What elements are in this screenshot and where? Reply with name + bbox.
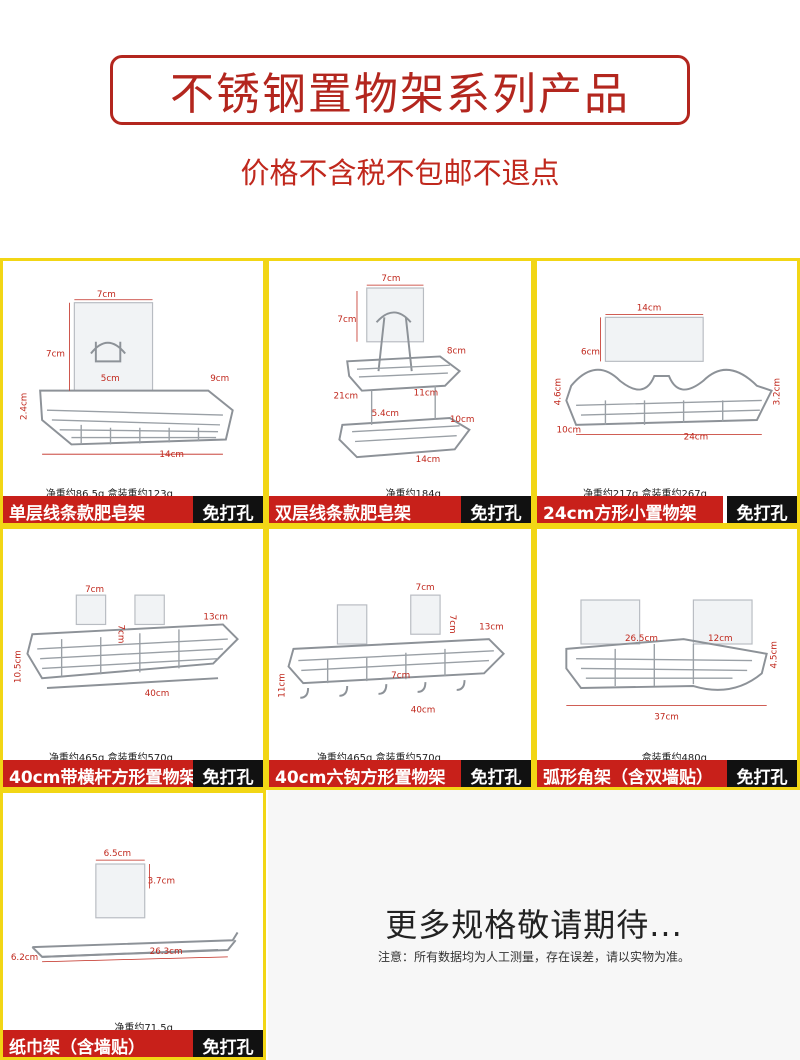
dim-label: 14cm: [637, 304, 662, 314]
dim-label: 7cm: [416, 583, 435, 593]
dim-label: 3.2cm: [772, 378, 782, 405]
product-card-towel[interactable]: 6.5cm 3.7cm 6.2cm 26.3cm 净重约71.5g 纸巾架（含墙…: [0, 790, 266, 1060]
measurement-note: 注意：所有数据均为人工测量，存在误差，请以实物为准。: [377, 950, 690, 964]
no-drill-tag: 免打孔: [461, 760, 531, 787]
soap-rack-double-image: 7cm 7cm 8cm 21cm 11cm 5.4cm 10cm 14cm: [334, 274, 475, 465]
corner-rack-image: 26.5cm 12cm 4.5cm 37cm: [565, 599, 779, 722]
soap-rack-single-image: 7cm 7cm 5cm 9cm 2.4cm 14cm: [19, 290, 234, 460]
dim-label: 13cm: [203, 613, 228, 623]
dim-label: 24cm: [684, 433, 709, 443]
dim-label: 21cm: [334, 391, 359, 401]
price-notice: 价格不含税不包邮不退点: [240, 156, 560, 190]
dim-label: 7cm: [381, 274, 400, 284]
product-card-40-hooks[interactable]: 7cm 7cm 13cm 11cm 7cm 40cm 净重约465g 盒装重约5…: [266, 526, 534, 790]
product-grid: 7cm 7cm 5cm 9cm 2.4cm 14cm 净重约86.5g 盒装重约…: [0, 258, 800, 1060]
coming-soon-panel: 更多规格敬请期待... 注意：所有数据均为人工测量，存在误差，请以实物为准。: [268, 790, 800, 1060]
dim-label: 26.3cm: [150, 947, 183, 957]
dim-label: 4.6cm: [553, 378, 563, 405]
dim-label: 7cm: [85, 585, 104, 595]
product-weight: 净重约71.5g: [114, 1023, 173, 1034]
product-name: 40cm带横杆方形置物架: [3, 760, 199, 787]
dim-label: 26.5cm: [625, 634, 658, 644]
product-name: 弧形角架（含双墙贴）: [537, 760, 733, 787]
page-title: 不锈钢置物架系列产品: [170, 69, 630, 120]
product-weight: 盒装重约480g: [641, 753, 707, 764]
dim-label: 10cm: [450, 415, 475, 425]
dim-label: 40cm: [145, 689, 170, 699]
dim-label: 7cm: [447, 615, 457, 634]
dim-label: 12cm: [708, 634, 733, 644]
dim-label: 11cm: [278, 673, 288, 698]
dim-label: 11cm: [414, 389, 439, 399]
dim-label: 8cm: [447, 347, 466, 357]
dim-label: 40cm: [411, 705, 436, 715]
dim-label: 9cm: [210, 374, 229, 384]
product-name: 纸巾架（含墙贴）: [3, 1030, 199, 1057]
dim-label: 14cm: [159, 450, 184, 460]
dim-label: 7cm: [391, 671, 410, 681]
product-weight: 净重约465g 盒装重约570g: [316, 753, 441, 764]
product-weight: 净重约217g 盒装重约267g: [582, 489, 707, 500]
product-weight: 净重约86.5g 盒装重约123g: [45, 489, 173, 500]
page-header: 不锈钢置物架系列产品 价格不含税不包邮不退点: [0, 0, 800, 252]
product-card-40-bar[interactable]: 7cm 7cm 13cm 10.5cm 40cm 净重约465g 盒装重约570…: [0, 526, 266, 790]
dim-label: 7cm: [97, 290, 116, 300]
dim-label: 10.5cm: [14, 650, 24, 683]
dim-label: 7cm: [115, 624, 125, 643]
no-drill-tag: 免打孔: [193, 496, 263, 523]
product-weight: 净重约184g: [385, 489, 441, 500]
product-name: 双层线条款肥皂架: [269, 496, 467, 523]
dim-label: 37cm: [654, 712, 679, 722]
product-card-soap-single[interactable]: 7cm 7cm 5cm 9cm 2.4cm 14cm 净重约86.5g 盒装重约…: [0, 258, 266, 526]
no-drill-tag: 免打孔: [461, 496, 531, 523]
no-drill-tag: 免打孔: [727, 496, 797, 523]
title-frame: 不锈钢置物架系列产品: [110, 55, 690, 125]
no-drill-tag: 免打孔: [193, 760, 263, 787]
product-name: 24cm方形小置物架: [537, 496, 723, 523]
towel-rack-image: 6.5cm 3.7cm 6.2cm 26.3cm: [11, 849, 239, 963]
dim-label: 3.7cm: [148, 877, 175, 887]
no-drill-tag: 免打孔: [727, 760, 797, 787]
product-card-soap-double[interactable]: 7cm 7cm 8cm 21cm 11cm 5.4cm 10cm 14cm 净重…: [266, 258, 534, 526]
dim-label: 7cm: [337, 315, 356, 325]
coming-soon-title: 更多规格敬请期待...: [385, 906, 683, 944]
dim-label: 6.2cm: [11, 953, 38, 963]
rack-40-bar-image: 7cm 7cm 13cm 10.5cm 40cm: [14, 585, 239, 699]
dim-label: 10cm: [557, 426, 582, 436]
dim-label: 13cm: [479, 622, 504, 632]
dim-label: 7cm: [46, 349, 65, 359]
dim-label: 4.5cm: [769, 641, 779, 668]
rack-40-hooks-image: 7cm 7cm 13cm 11cm 7cm 40cm: [278, 583, 506, 715]
square-rack-24-image: 14cm 6cm 4.6cm 3.2cm 10cm 24cm: [553, 304, 782, 443]
dim-label: 5cm: [101, 374, 120, 384]
product-weight: 净重约465g 盒装重约570g: [48, 753, 173, 764]
product-card-corner[interactable]: 26.5cm 12cm 4.5cm 37cm 盒装重约480g 弧形角架（含双墙…: [534, 526, 800, 790]
product-name: 单层线条款肥皂架: [3, 496, 199, 523]
dim-label: 6.5cm: [104, 849, 131, 859]
dim-label: 5.4cm: [372, 409, 399, 419]
dim-label: 6cm: [581, 347, 600, 357]
product-card-square-24[interactable]: 14cm 6cm 4.6cm 3.2cm 10cm 24cm 净重约217g 盒…: [534, 258, 800, 526]
no-drill-tag: 免打孔: [193, 1030, 263, 1057]
dim-label: 14cm: [416, 455, 441, 465]
dim-label: 2.4cm: [19, 393, 29, 420]
product-name: 40cm六钩方形置物架: [269, 760, 467, 787]
